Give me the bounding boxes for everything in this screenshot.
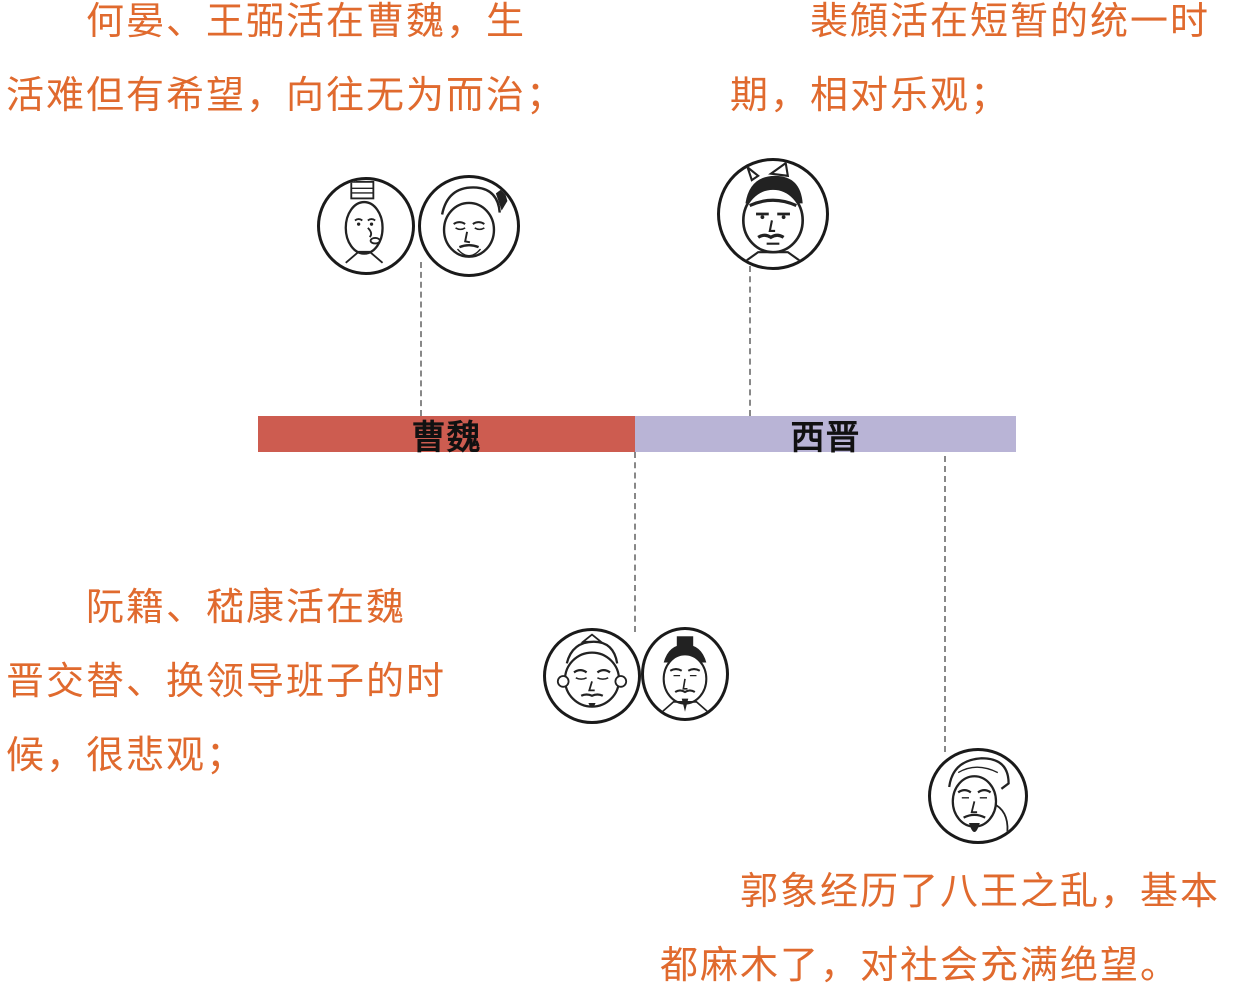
segment-label: 曹魏 xyxy=(411,417,482,458)
portrait-wang-bi xyxy=(418,175,520,277)
scholar-portrait-icon xyxy=(344,180,384,264)
scholar-portrait-icon xyxy=(440,186,508,258)
note-line: 郭象经历了八王之乱，基本 xyxy=(740,869,1221,913)
note-he-yan-wang-bi: 何晏、王弼活在曹魏，生 活难但有希望，向往无为而治； xyxy=(6,0,566,132)
note-guo-xiang: 郭象经历了八王之乱，基本 都麻木了，对社会充满绝望。 xyxy=(660,854,1220,1002)
note-line: 活难但有希望，向往无为而治； xyxy=(6,73,567,117)
timeline-segment-cao-wei: 曹魏 xyxy=(258,416,635,458)
note-line: 何晏、王弼活在曹魏，生 xyxy=(86,0,527,43)
connector-he-wang xyxy=(420,262,422,416)
scholar-portrait-icon xyxy=(741,161,805,264)
scholar-portrait-icon xyxy=(556,633,628,708)
portrait-pei-wei xyxy=(717,158,829,270)
scholar-portrait-icon xyxy=(659,636,711,714)
note-line: 晋交替、换领导班子的时 xyxy=(6,659,447,703)
scholar-portrait-icon xyxy=(948,757,1010,838)
connector-ruan-ji xyxy=(634,452,636,632)
segment-label: 西晋 xyxy=(790,417,861,458)
note-line: 阮籍、嵇康活在魏 xyxy=(86,585,407,629)
timeline-segment-xi-jin: 西晋 xyxy=(635,416,1016,458)
connector-pei-wei xyxy=(749,266,751,416)
portrait-ruan-ji xyxy=(543,628,641,724)
note-line: 都麻木了，对社会充满绝望。 xyxy=(660,943,1181,987)
note-line: 候，很悲观； xyxy=(6,733,247,777)
portrait-ji-kang xyxy=(641,627,729,721)
note-line: 期，相对乐观； xyxy=(730,73,1011,117)
portrait-guo-xiang xyxy=(928,748,1028,844)
note-pei-wei: 裴頠活在短暂的统一时 期，相对乐观； xyxy=(730,0,1210,132)
note-line: 裴頠活在短暂的统一时 xyxy=(810,0,1211,43)
note-ruan-ji-ji-kang: 阮籍、嵇康活在魏 晋交替、换领导班子的时 候，很悲观； xyxy=(6,570,446,792)
portrait-he-yan xyxy=(317,177,415,275)
connector-guo-xiang xyxy=(944,456,946,752)
